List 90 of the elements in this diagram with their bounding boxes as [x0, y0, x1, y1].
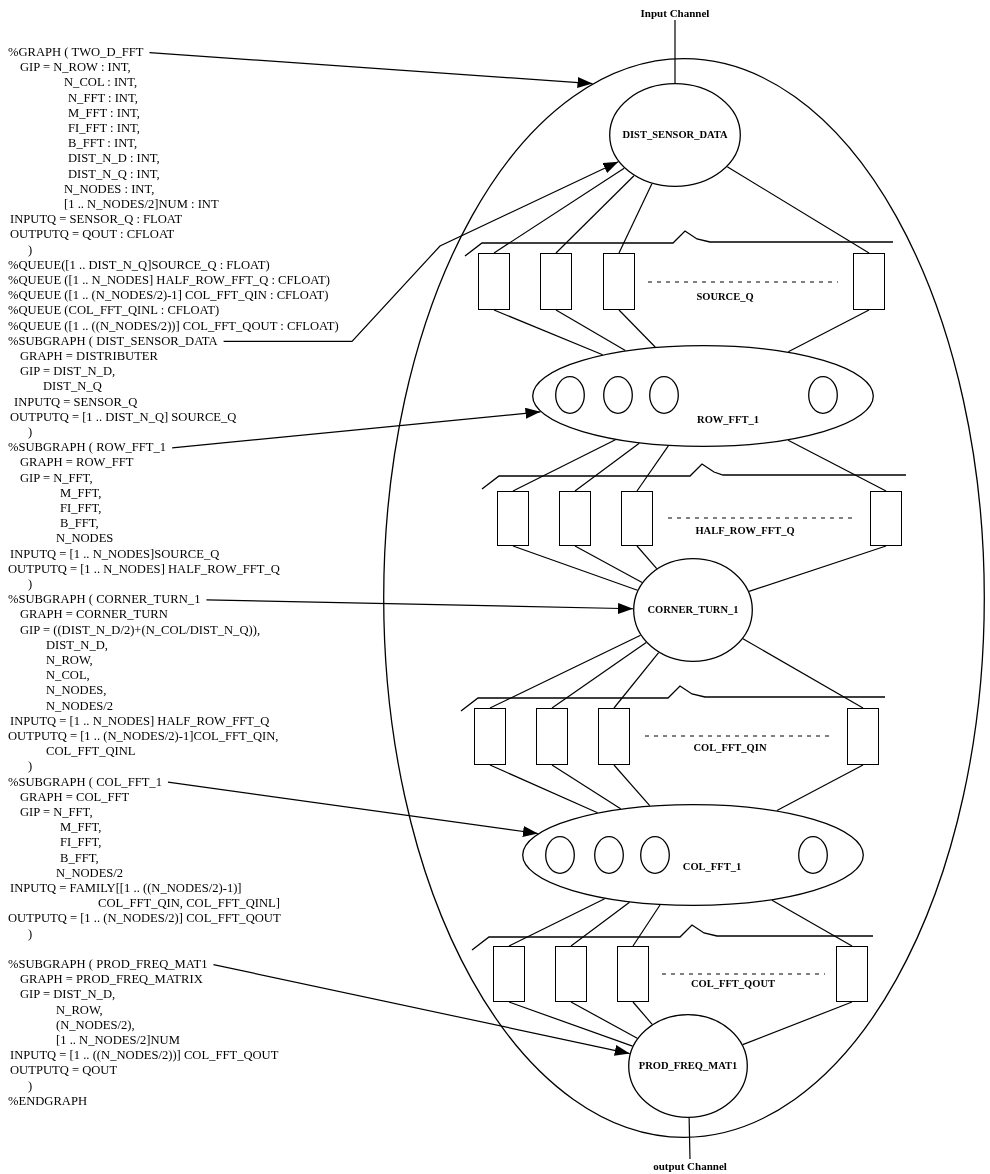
connector-line: [742, 638, 864, 709]
queue-buffer: [603, 253, 635, 310]
connector-line: [636, 445, 669, 492]
processor-circle: [649, 376, 679, 414]
connector-line: [512, 545, 639, 591]
queue-buffer: [478, 253, 510, 310]
subgraph-circle: [633, 558, 753, 662]
connector-line: [787, 439, 887, 492]
queue-buffer: [540, 253, 572, 310]
queue-buffer: [847, 708, 879, 765]
queue-buffer: [621, 491, 653, 546]
connector-line: [489, 764, 599, 814]
connector-line: [555, 309, 626, 352]
connector-line: [726, 166, 870, 254]
connector-line: [551, 764, 622, 810]
processor-circle: [640, 836, 670, 874]
processor-circle: [808, 376, 838, 414]
code-line: %ENDGRAPH: [8, 1093, 88, 1109]
graph-boundary-ellipse: [383, 58, 985, 1138]
connector-line: [688, 1117, 691, 1160]
connector-line: [776, 764, 864, 812]
code-block: [8, 774, 281, 942]
code-block: [8, 957, 279, 1094]
processor-circle: [594, 836, 624, 874]
queue-buffer: [870, 491, 902, 546]
connector-line: [489, 634, 642, 709]
connector-line: [636, 545, 658, 570]
connector-line: [618, 309, 656, 348]
connector-line: [771, 899, 853, 947]
connector-line: [570, 1001, 638, 1039]
connector-line: [632, 904, 661, 947]
code-block: [8, 440, 280, 593]
queue-label: HALF_ROW_FFT_Q: [695, 525, 795, 537]
queue-buffer: [559, 491, 591, 546]
queue-buffer: [836, 946, 868, 1002]
channel-label: Input Channel: [615, 6, 735, 20]
connector-line: [508, 898, 606, 947]
connector-line: [508, 1001, 634, 1047]
connector-line: [574, 442, 640, 492]
connector-line: [493, 309, 604, 356]
connector-line: [748, 545, 887, 592]
queue-buffer: [497, 491, 529, 546]
connector-line: [618, 183, 653, 254]
queue-buffer: [555, 946, 587, 1002]
code-block: [8, 592, 279, 775]
subgraph-circle: [628, 1014, 748, 1118]
connector-line: [613, 652, 660, 709]
node-label: ROW_FFT_1: [697, 414, 759, 426]
arrow: [212, 964, 631, 1056]
subgraph-ellipse: [522, 804, 864, 906]
queue-buffer: [617, 946, 649, 1002]
queue-buffer: [493, 946, 525, 1002]
queue-buffer: [598, 708, 630, 765]
queue-label: COL_FFT_QOUT: [691, 978, 775, 990]
queue-buffer: [474, 708, 506, 765]
node-label: CORNER_TURN_1: [647, 604, 739, 616]
connector-line: [632, 1001, 653, 1025]
processor-circle: [798, 836, 828, 874]
connector-line: [493, 167, 625, 254]
queue-group: [470, 922, 876, 1004]
arrow: [223, 161, 619, 342]
arrow: [148, 52, 594, 88]
connector-line: [555, 175, 635, 254]
connector-line: [787, 309, 870, 353]
connector-line: [674, 19, 676, 84]
connector-line: [551, 641, 647, 709]
node-label: DIST_SENSOR_DATA: [622, 129, 728, 141]
queue-buffer: [536, 708, 568, 765]
connector-line: [574, 545, 643, 583]
queue-label: SOURCE_Q: [696, 291, 754, 303]
arrow: [205, 599, 634, 614]
connector-line: [742, 1001, 853, 1046]
processor-circle: [603, 376, 633, 414]
channel-label: output Channel: [630, 1159, 750, 1173]
arrow: [171, 407, 542, 449]
node-label: PROD_FREQ_MAT1: [638, 1060, 738, 1072]
queue-buffer: [853, 253, 885, 310]
queue-group: [462, 228, 896, 313]
processor-circle: [545, 836, 575, 874]
connector-line: [570, 901, 631, 947]
arrow: [167, 781, 539, 837]
subgraph-circle: [609, 83, 741, 187]
queue-label: COL_FFT_QIN: [693, 742, 767, 754]
subgraph-ellipse: [532, 345, 874, 447]
processor-circle: [555, 376, 585, 414]
code-block: [8, 333, 237, 441]
connector-line: [512, 439, 616, 492]
node-label: COL_FFT_1: [682, 861, 742, 873]
code-block: [8, 45, 339, 334]
connector-line: [613, 764, 651, 807]
